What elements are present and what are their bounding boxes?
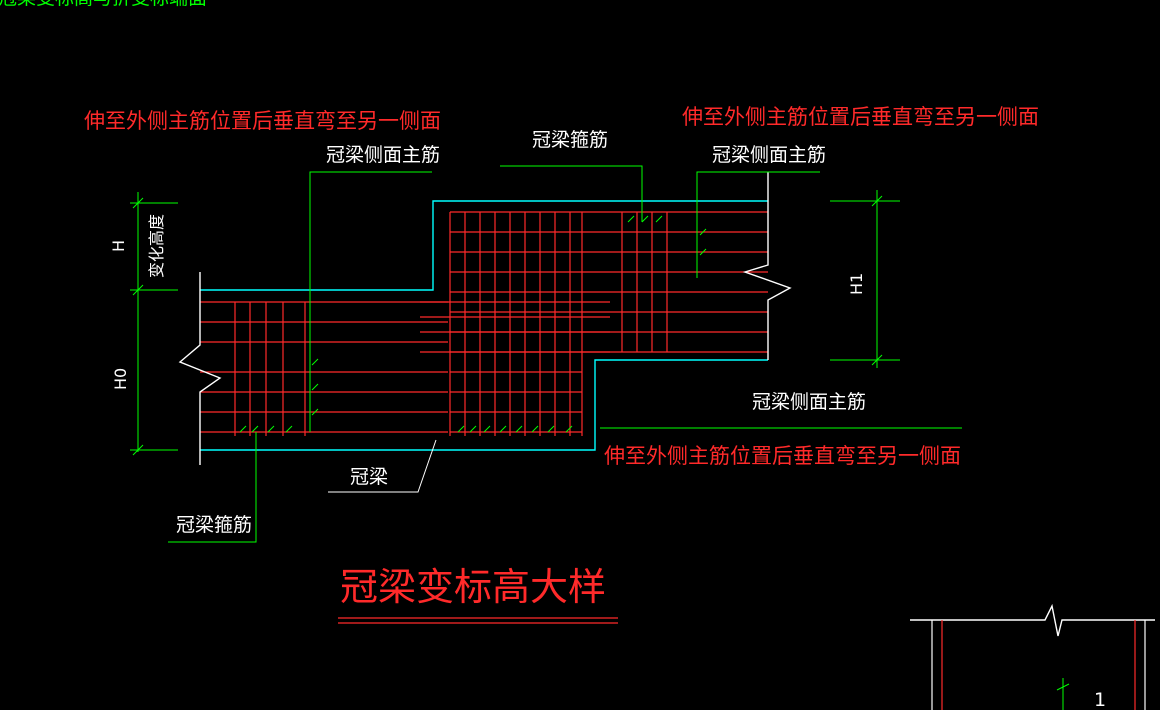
label-side-bar-lower: 冠梁侧面主筋 xyxy=(752,391,866,413)
beam-bottom-edge xyxy=(200,359,768,451)
corner-break-line xyxy=(910,603,1155,637)
right-dim-tick-top xyxy=(871,195,883,207)
stirrup-hook-tick xyxy=(547,425,555,433)
side-bar-hook-tick xyxy=(699,228,707,236)
left-dim-tick-mid xyxy=(132,284,144,296)
label-side-bar-left: 冠梁侧面主筋 xyxy=(326,144,440,166)
stirrup-hook-tick xyxy=(267,425,275,433)
left-break-line xyxy=(178,272,222,465)
left-section-rebar xyxy=(200,301,448,436)
side-bar-hook-tick xyxy=(311,383,319,391)
label-beam: 冠梁 xyxy=(350,466,388,488)
stirrup-hook-tick xyxy=(483,425,491,433)
stirrup-hook-tick xyxy=(239,425,247,433)
leader-stirrup-bottom xyxy=(168,432,257,543)
corner-detail xyxy=(931,620,1146,710)
middle-section-rebar xyxy=(420,211,610,436)
right-break-line xyxy=(742,172,792,360)
label-stirrup-top: 冠梁箍筋 xyxy=(532,129,608,151)
right-dim-tick-bottom xyxy=(871,354,883,366)
corner-number: 1 xyxy=(1094,689,1106,710)
corner-dim-tick xyxy=(1056,683,1070,691)
label-stirrup-bottom: 冠梁箍筋 xyxy=(176,514,252,536)
stirrup-hook-tick xyxy=(641,215,649,223)
stirrup-hook-tick xyxy=(499,425,507,433)
stirrup-hook-tick xyxy=(251,425,259,433)
label-side-bar-right: 冠梁侧面主筋 xyxy=(712,144,826,166)
stirrup-hook-tick xyxy=(285,425,293,433)
header-fragment-text: 冠梁变标高与折变标端面 xyxy=(0,0,207,9)
side-bar-hook-tick xyxy=(699,248,707,256)
title-underline xyxy=(338,617,618,624)
drawing-title: 冠梁变标高大样 xyxy=(340,565,606,609)
side-bar-hook-tick xyxy=(311,408,319,416)
leader-beam xyxy=(328,439,437,493)
stirrup-hook-tick xyxy=(457,425,465,433)
left-dim-tick-top xyxy=(132,197,144,209)
stirrup-hook-tick xyxy=(627,215,635,223)
stirrup-hook-tick xyxy=(531,425,539,433)
leader-side-bar-right xyxy=(696,171,820,278)
left-dim-tick-bottom xyxy=(132,444,144,456)
note-left: 伸至外侧主筋位置后垂直弯至另一侧面 xyxy=(84,109,441,133)
dim-label-H0: H0 xyxy=(111,368,130,390)
leader-lines xyxy=(168,165,962,543)
dim-label-change-height: 变化高度 xyxy=(147,214,166,278)
beam-outline xyxy=(200,200,768,451)
dimension-lines xyxy=(130,190,900,456)
leader-side-bar-left xyxy=(309,171,432,432)
dim-label-H1: H1 xyxy=(847,273,866,295)
stirrup-hook-tick xyxy=(565,425,573,433)
dim-label-H: H xyxy=(109,240,128,252)
beam-top-edge xyxy=(200,200,768,291)
leader-stirrup-top xyxy=(500,165,643,222)
break-lines xyxy=(178,172,1155,637)
right-section-rebar xyxy=(582,211,768,353)
side-bar-hook-tick xyxy=(311,358,319,366)
note-right: 伸至外侧主筋位置后垂直弯至另一侧面 xyxy=(682,105,1039,129)
stirrup-hook-tick xyxy=(655,215,663,223)
stirrup-hooks xyxy=(239,215,707,433)
stirrup-hook-tick xyxy=(515,425,523,433)
stirrup-hook-tick xyxy=(469,425,477,433)
note-bottom: 伸至外侧主筋位置后垂直弯至另一侧面 xyxy=(604,444,961,468)
